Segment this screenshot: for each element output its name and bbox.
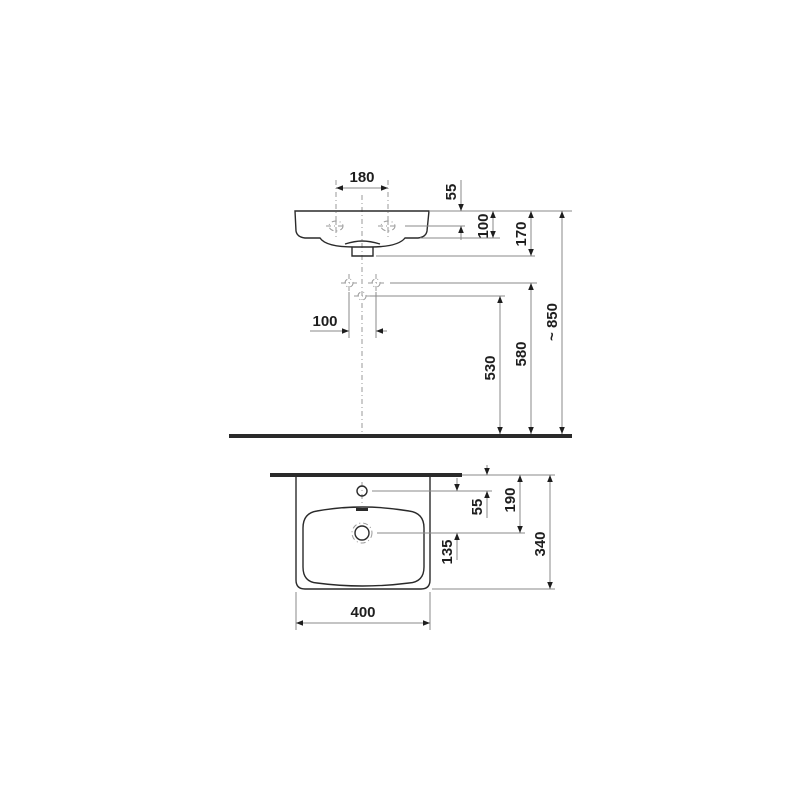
dim-top-to-tap: 55 xyxy=(443,184,460,201)
dim-width: 400 xyxy=(350,604,375,621)
dim-drain-height: 530 xyxy=(482,355,499,380)
top-view: 135 55 190 340 400 xyxy=(270,465,555,630)
side-view: 180 55 100 170 xyxy=(229,169,572,438)
bowl-outline xyxy=(302,506,425,587)
water-supply-right-icon xyxy=(368,274,384,292)
dim-projection: 340 xyxy=(532,531,549,556)
basin-side-profile xyxy=(294,210,430,248)
drain-icon xyxy=(354,525,370,541)
drain-outlet-icon xyxy=(354,291,370,301)
dim-tap-to-drain: 135 xyxy=(439,539,456,564)
dim-supply-spacing: 100 xyxy=(312,313,337,330)
water-supply-left-icon xyxy=(341,274,357,292)
dim-tap-spacing: 180 xyxy=(349,169,374,186)
drain-ring-icon xyxy=(351,522,373,544)
tap-hole-icon xyxy=(356,485,368,497)
dim-wall-to-drain: 190 xyxy=(502,487,519,512)
dim-wall-to-tap: 55 xyxy=(469,499,486,516)
dim-overall-depth: 170 xyxy=(513,221,530,246)
drain-stub xyxy=(351,247,374,257)
dim-basin-depth: 100 xyxy=(475,213,492,238)
basin-outline xyxy=(295,477,431,590)
dim-supply-height: 580 xyxy=(513,341,530,366)
dim-rim-height: ~ 850 xyxy=(544,303,561,341)
overflow-lip xyxy=(344,240,381,245)
overflow-slot xyxy=(356,508,368,511)
